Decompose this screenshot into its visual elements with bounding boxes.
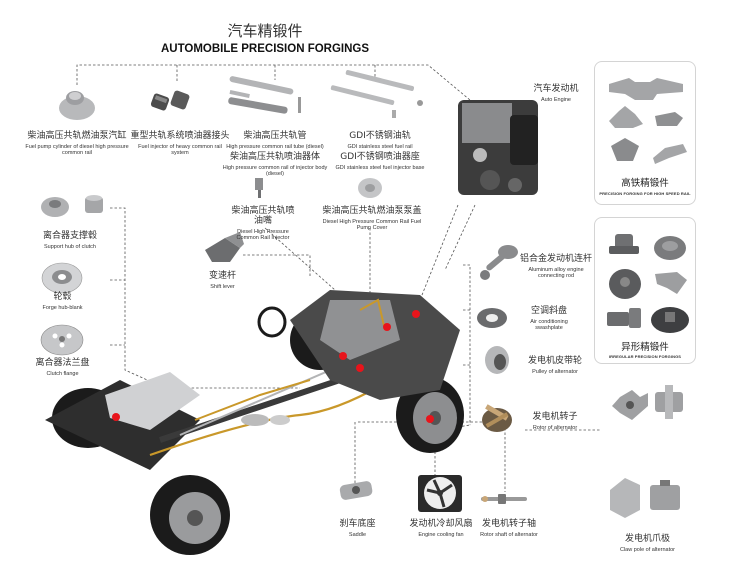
label-forge-hub-blank: 轮毂 Forge hub-blank xyxy=(42,292,83,311)
label-fuel-pump-cover: 柴油高压共轨燃油泵泵盖 Diesel High Pressure Common … xyxy=(322,206,422,231)
label-auto-engine: 汽车发动机 Auto Engine xyxy=(533,84,579,103)
label-shift-lever: 变速杆 Shift lever xyxy=(208,271,236,290)
label-diesel-injector: 柴油高压共轨喷油嘴 Diesel High Pressure Common Ra… xyxy=(231,206,295,241)
label-alternator-pulley: 发电机皮带轮 Pulley of alternator xyxy=(527,356,582,375)
label-gdi-fuel-rail: GDI不锈钢油轨 GDI stainless steel fuel rail G… xyxy=(335,131,425,171)
marker-rear-hub xyxy=(112,413,120,421)
engine-line xyxy=(419,204,459,301)
label-clutch-support-hub: 离合器支撑毂 Support hub of clutch xyxy=(42,231,97,250)
rotor-shaft-part xyxy=(481,494,527,504)
auto-engine-part xyxy=(458,100,538,195)
shift-lever-part xyxy=(205,232,244,262)
page-subtitle: AUTOMOBILE PRECISION FORGINGS xyxy=(160,43,370,55)
panel-irregular-forgings: 异形精锻件 IRREGULAR PRECISION FORGINGS xyxy=(594,217,696,364)
marker-front-wheel xyxy=(426,415,434,423)
panel-title-rail: 高铁精锻件 xyxy=(621,178,669,189)
cooling-fan-part xyxy=(418,475,462,512)
forge-hub-blank-part xyxy=(41,262,83,294)
connecting-rod-part xyxy=(480,245,518,280)
label-diesel-common-rail: 柴油高压共轨管 High pressure common rail tube (… xyxy=(222,131,328,177)
steering-wheel xyxy=(257,306,287,338)
label-saddle: 刹车底座 Saddle xyxy=(339,519,376,538)
label-ac-swashplate: 空调斜盘 Air conditioning swashplate xyxy=(530,306,568,331)
right-bracket-line xyxy=(463,264,471,425)
saddle-part xyxy=(339,481,373,500)
clutch-flange-part xyxy=(40,324,84,356)
marker-engine-d xyxy=(356,364,364,372)
label-rotor-shaft: 发电机转子轴 Rotor shaft of alternator xyxy=(480,519,538,538)
label-cooling-fan: 发动机冷却风扇 Engine cooling fan xyxy=(409,519,473,538)
rail-forgings-images xyxy=(609,78,687,164)
alternator-pulley-part xyxy=(485,346,509,374)
marker-engine-c xyxy=(339,352,347,360)
label-alternator-rotor: 发电机转子 Rotor of alternator xyxy=(532,412,578,431)
diesel-common-rail-tube-part xyxy=(228,76,301,114)
marker-engine-b xyxy=(412,310,420,318)
alternator-rotor-part xyxy=(482,404,512,432)
label-clutch-flange: 离合器法兰盘 Clutch flange xyxy=(35,358,90,377)
label-fuel-pump-cylinder: 柴油高压共轨燃油泵汽缸 Fuel pump cylinder of diesel… xyxy=(25,131,129,156)
panel-high-speed-rail: 高铁精锻件 PRECISION FORGING FOR HIGH SPEED R… xyxy=(594,61,696,205)
vehicle-chassis xyxy=(45,290,464,555)
location-markers xyxy=(112,310,434,423)
panel-title-irregular: 异形精锻件 xyxy=(621,342,669,353)
fuel-pump-cylinder-part xyxy=(59,91,95,120)
fuel-injector-connector-part xyxy=(150,90,190,111)
irregular-forgings-images xyxy=(607,234,689,333)
label-claw-pole: 发电机爪极 Claw pole of alternator xyxy=(619,534,676,553)
gdi-fuel-rail-part xyxy=(330,70,423,118)
diesel-injector-part xyxy=(255,178,263,198)
claw-pole-parts xyxy=(610,385,683,518)
label-connecting-rod: 铝合金发动机连杆 Aluminum alloy engine connectin… xyxy=(519,254,592,279)
panel-subtitle-irregular: IRREGULAR PRECISION FORGINGS xyxy=(608,354,682,359)
fuel-pump-cover-part xyxy=(358,178,382,198)
marker-engine-a xyxy=(383,323,391,331)
ac-swashplate-part xyxy=(477,308,507,328)
top-bracket-line xyxy=(76,64,471,101)
panel-subtitle-rail: PRECISION FORGING FOR HIGH SPEED RAIL xyxy=(599,191,691,196)
left-bracket-line xyxy=(110,207,300,389)
clutch-support-hub-part xyxy=(41,195,103,217)
label-fuel-injector-connector: 重型共轨系统喷油器接头 Fuel injector of heavy commo… xyxy=(130,131,230,156)
page-title: 汽车精锻件 xyxy=(227,22,303,40)
